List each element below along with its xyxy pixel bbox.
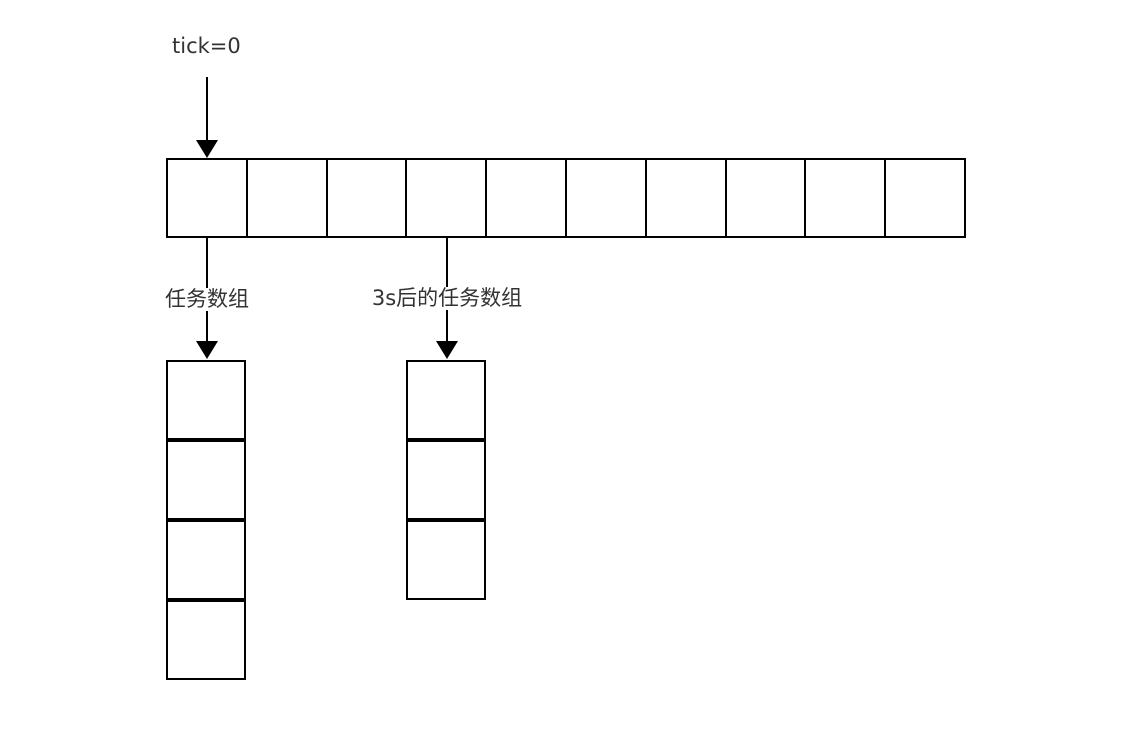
task-array-after-3s-label: 3s后的任务数组	[369, 286, 525, 310]
task-array-after-3s	[406, 360, 486, 600]
timeline-cell	[168, 160, 246, 236]
timeline-cell	[405, 160, 485, 236]
timeline-array	[166, 158, 966, 238]
task-array-cell	[166, 600, 246, 680]
timeline-cell	[724, 160, 805, 236]
task-array-after-3s-arrowhead-down-icon	[436, 341, 458, 359]
tick-arrow-shaft	[206, 77, 208, 141]
timeline-cell	[884, 160, 964, 236]
timeline-cell	[644, 160, 725, 236]
timeline-cell	[325, 160, 406, 236]
task-array-after-3s-cell	[406, 520, 486, 600]
task-array-arrowhead-down-icon	[196, 341, 218, 359]
tick-label: tick=0	[172, 34, 241, 58]
task-array-after-3s-cell	[406, 440, 486, 520]
tick-arrowhead-down-icon	[196, 140, 218, 158]
task-array-after-3s-cell	[406, 360, 486, 440]
task-array-cell	[166, 360, 246, 440]
task-array-label: 任务数组	[163, 287, 251, 311]
timeline-cell	[804, 160, 884, 236]
timeline-cell	[564, 160, 645, 236]
timeline-cell	[485, 160, 565, 236]
task-array-cell	[166, 440, 246, 520]
task-array-cell	[166, 520, 246, 600]
task-array	[166, 360, 246, 680]
timeline-cell	[245, 160, 326, 236]
